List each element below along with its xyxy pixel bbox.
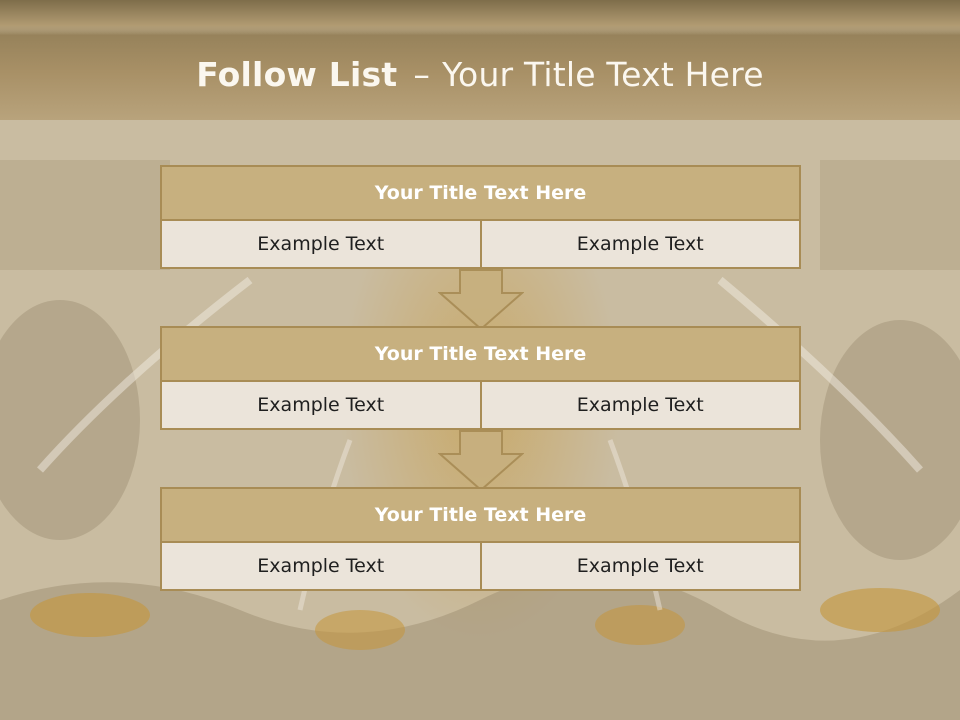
step-title: Your Title Text Here xyxy=(160,326,801,382)
step-block-1: Your Title Text Here Example Text Exampl… xyxy=(160,165,801,269)
step-block-3: Your Title Text Here Example Text Exampl… xyxy=(160,487,801,591)
slide-title: Follow List–Your Title Text Here xyxy=(0,52,960,98)
title-bold-part: Follow List xyxy=(196,55,398,94)
step-row: Example Text Example Text xyxy=(160,541,801,591)
title-separator: – xyxy=(413,55,431,94)
step-row: Example Text Example Text xyxy=(160,219,801,269)
step-block-2: Your Title Text Here Example Text Exampl… xyxy=(160,326,801,430)
down-arrow-icon xyxy=(438,269,524,331)
step-cell-left: Example Text xyxy=(160,219,482,269)
step-cell-right: Example Text xyxy=(479,380,801,430)
title-rest-part: Your Title Text Here xyxy=(442,55,764,94)
step-row: Example Text Example Text xyxy=(160,380,801,430)
down-arrow-icon xyxy=(438,430,524,492)
step-cell-left: Example Text xyxy=(160,541,482,591)
step-title: Your Title Text Here xyxy=(160,165,801,221)
step-cell-right: Example Text xyxy=(479,219,801,269)
step-title: Your Title Text Here xyxy=(160,487,801,543)
step-cell-left: Example Text xyxy=(160,380,482,430)
step-cell-right: Example Text xyxy=(479,541,801,591)
